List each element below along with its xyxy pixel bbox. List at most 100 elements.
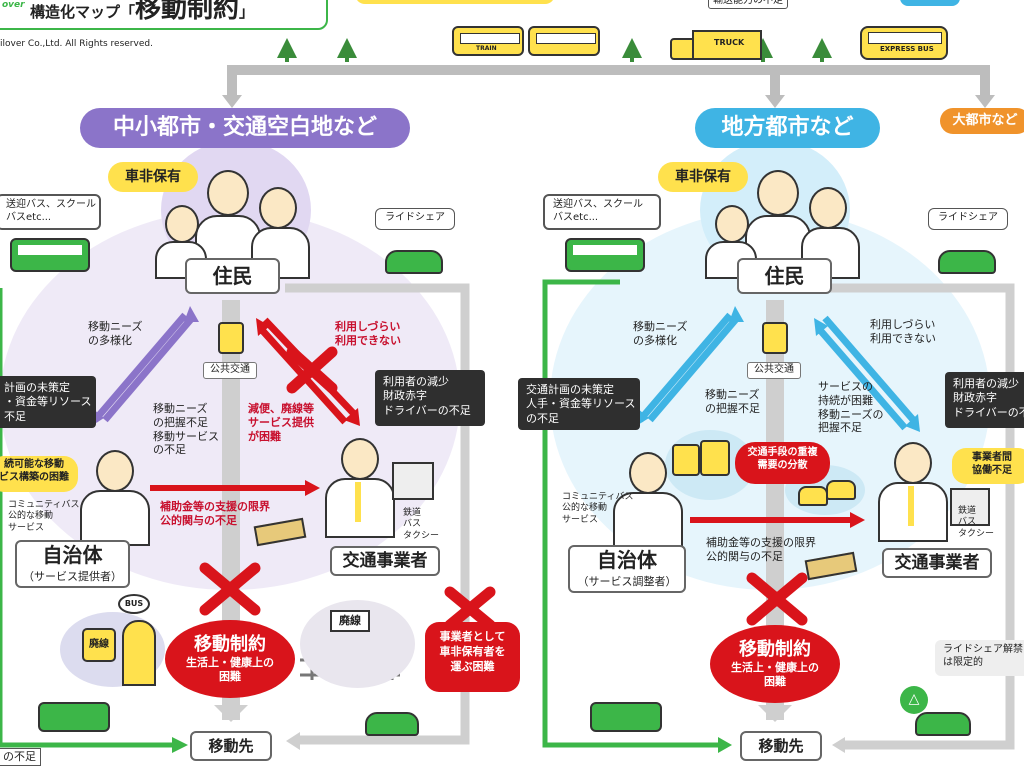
right-taxi-cluster (798, 480, 856, 506)
right-constraint-title: 移動制約 (739, 639, 811, 660)
left-needs-unknown: 移動ニーズ の把握不足 移動サービス の不足 (153, 402, 219, 457)
right-plan-bubble: 交通計画の未策定 人手・資金等リソース の不足 (518, 378, 640, 430)
right-destination-box: 移動先 (740, 731, 822, 761)
right-operator-types: 鉄道 バス タクシー (958, 506, 995, 539)
left-gov-person (80, 450, 150, 546)
left-bus-sign-label: BUS (124, 599, 144, 608)
right-rideshare-text: ライドシェア (938, 212, 998, 223)
left-worker-person (122, 620, 156, 686)
right-gov-role: （サービス調整者） (577, 575, 677, 588)
left-operator-types: 鉄道 バス タクシー (403, 508, 440, 541)
right-building-icon (950, 488, 990, 526)
page-title: 構造化マップ「移動制約」 (30, 0, 254, 25)
right-rideshare-box: ライドシェア (928, 208, 1008, 230)
copyright: ilover Co.,Ltd. All Rights reserved. (0, 39, 153, 49)
right-operator-bubble: 利用者の減少 財政赤字 ドライバーの不 (945, 372, 1024, 428)
left-bus-icon (10, 238, 90, 272)
left-constraint-title: 移動制約 (194, 634, 266, 655)
left-biz-note: 事業者として 車非保有者を 運ぶ困難 (425, 622, 520, 692)
left-operator-bubble: 利用者の減少 財政赤字 ドライバーの不足 (375, 370, 485, 426)
right-needs-diverse: 移動ニーズ の多様化 (633, 320, 688, 347)
left-bus-small-icon (218, 322, 244, 354)
right-gov-name: 自治体 (597, 548, 657, 572)
left-gov-box: 自治体 （サービス提供者） (15, 540, 130, 588)
left-rideshare-text: ライドシェア (385, 212, 445, 223)
left-shuttle-box: 送迎バス、スクール バスetc... (0, 194, 101, 230)
left-car-icon (385, 250, 443, 274)
left-bottom-note: の不足 (0, 748, 41, 766)
right-operator-person (878, 442, 948, 542)
right-plan-text: 交通計画の未策定 人手・資金等リソース の不足 (526, 383, 636, 425)
title-main: 移動制約 (135, 0, 240, 24)
right-bus-cluster (672, 440, 732, 476)
left-plan-bubble: 計画の未策定 ・資金等リソース 不足 (0, 376, 96, 428)
title-suffix: 」 (239, 3, 255, 21)
left-constraint-sub: 生活上・健康上の 困難 (186, 656, 274, 684)
left-abolished-sign-label: 廃線 (339, 614, 361, 627)
right-shuttle-text: 送迎バス、スクール バスetc... (553, 199, 643, 223)
right-bus-icon (565, 238, 645, 272)
left-constraint-blob: 移動制約 生活上・健康上の 困難 (165, 620, 295, 698)
right-service-sustain: サービスの 持続が困難 移動ニーズの 把握不足 (818, 380, 884, 435)
right-public-transport: 公共交通 (747, 362, 801, 379)
top-note: 輸送能力の不足 (708, 0, 788, 9)
top-blue-strip (900, 0, 960, 6)
left-gov-name: 自治体 (42, 543, 103, 567)
right-operator-box: 交通事業者 (882, 548, 992, 578)
left-abolished-sign: 廃線 (330, 610, 370, 632)
left-biz-note-text: 事業者として 車非保有者を 運ぶ困難 (439, 630, 506, 673)
right-subsidy: 補助金等の支援の限界 公的関与の不足 (706, 536, 816, 563)
right-gov-person (613, 452, 683, 548)
left-sustain-text: 続可能な移動 ビス構築の困難 (0, 459, 69, 483)
right-rideshare-note: ライドシェア解禁 は限定的 (935, 640, 1024, 676)
right-gov-box: 自治体 （サービス調整者） (568, 545, 686, 593)
left-route-cut: 減便、廃線等 サービス提供 が困難 (248, 402, 314, 443)
right-no-car-tag: 車非保有 (658, 162, 748, 192)
left-hard-to-use: 利用しづらい 利用できない (335, 320, 401, 347)
right-car-icon (938, 250, 996, 274)
header-title-box (0, 0, 328, 30)
left-plan-text: 計画の未策定 ・資金等リソース 不足 (4, 381, 92, 423)
left-region-title: 中小都市・交通空白地など (80, 108, 410, 148)
right-rideshare-note-text: ライドシェア解禁 は限定的 (943, 644, 1023, 668)
left-needs-diverse: 移動ニーズ の多様化 (88, 320, 143, 347)
right-coop-text: 事業者間 協働不足 (972, 452, 1012, 476)
left-gov-role: （サービス提供者） (23, 570, 122, 583)
left-operator-person (325, 438, 395, 538)
right-operator-text: 利用者の減少 財政赤字 ドライバーの不 (953, 377, 1024, 419)
truck-icon: TRUCK (670, 30, 762, 62)
right-overlap-text: 交通手段の重複 需要の分散 (747, 447, 818, 471)
left-bus-stop-sign: BUS (118, 594, 150, 614)
express-bus-label: EXPRESS BUS (880, 45, 934, 53)
right-bottom-bus (590, 702, 662, 732)
left-building-icon (392, 462, 434, 500)
right-coop-tag: 事業者間 協働不足 (952, 448, 1024, 484)
left-abolished-bus: 廃線 (82, 628, 116, 662)
express-bus-icon: EXPRESS BUS (860, 26, 948, 60)
brand-logo: over (2, 0, 25, 10)
big-city-title: 大都市など (940, 108, 1024, 134)
train-label: TRAIN (476, 45, 497, 52)
right-community-bus: コミュニティバス 公的な移動 サービス (562, 492, 634, 525)
left-public-transport: 公共交通 (203, 362, 257, 379)
right-residents-box: 住民 (737, 258, 832, 294)
left-community-bus: コミュニティバス 公的な移動 サービス (8, 500, 80, 533)
left-rideshare-box: ライドシェア (375, 208, 455, 230)
left-operator-text: 利用者の減少 財政赤字 ドライバーの不足 (383, 375, 471, 417)
right-bottom-car (915, 712, 971, 736)
title-prefix: 構造化マップ「 (30, 3, 136, 21)
right-hard-to-use: 利用しづらい 利用できない (870, 318, 936, 345)
right-constraint-blob: 移動制約 生活上・健康上の 困難 (710, 625, 840, 703)
left-bottom-bus (38, 702, 110, 732)
left-subsidy: 補助金等の支援の限界 公的関与の不足 (160, 500, 270, 527)
left-no-car-tag: 車非保有 (108, 162, 198, 192)
triangle-icon: △ (900, 686, 928, 714)
right-needs-unknown: 移動ニーズ の把握不足 (705, 388, 760, 415)
left-bottom-car (365, 712, 419, 736)
left-abolished-bus-label: 廃線 (89, 639, 109, 650)
left-destination-box: 移動先 (190, 731, 272, 761)
top-yellow-strip (355, 0, 555, 4)
left-operator-box: 交通事業者 (330, 546, 440, 576)
right-bus-small-icon (762, 322, 788, 354)
right-shuttle-box: 送迎バス、スクール バスetc... (543, 194, 661, 230)
